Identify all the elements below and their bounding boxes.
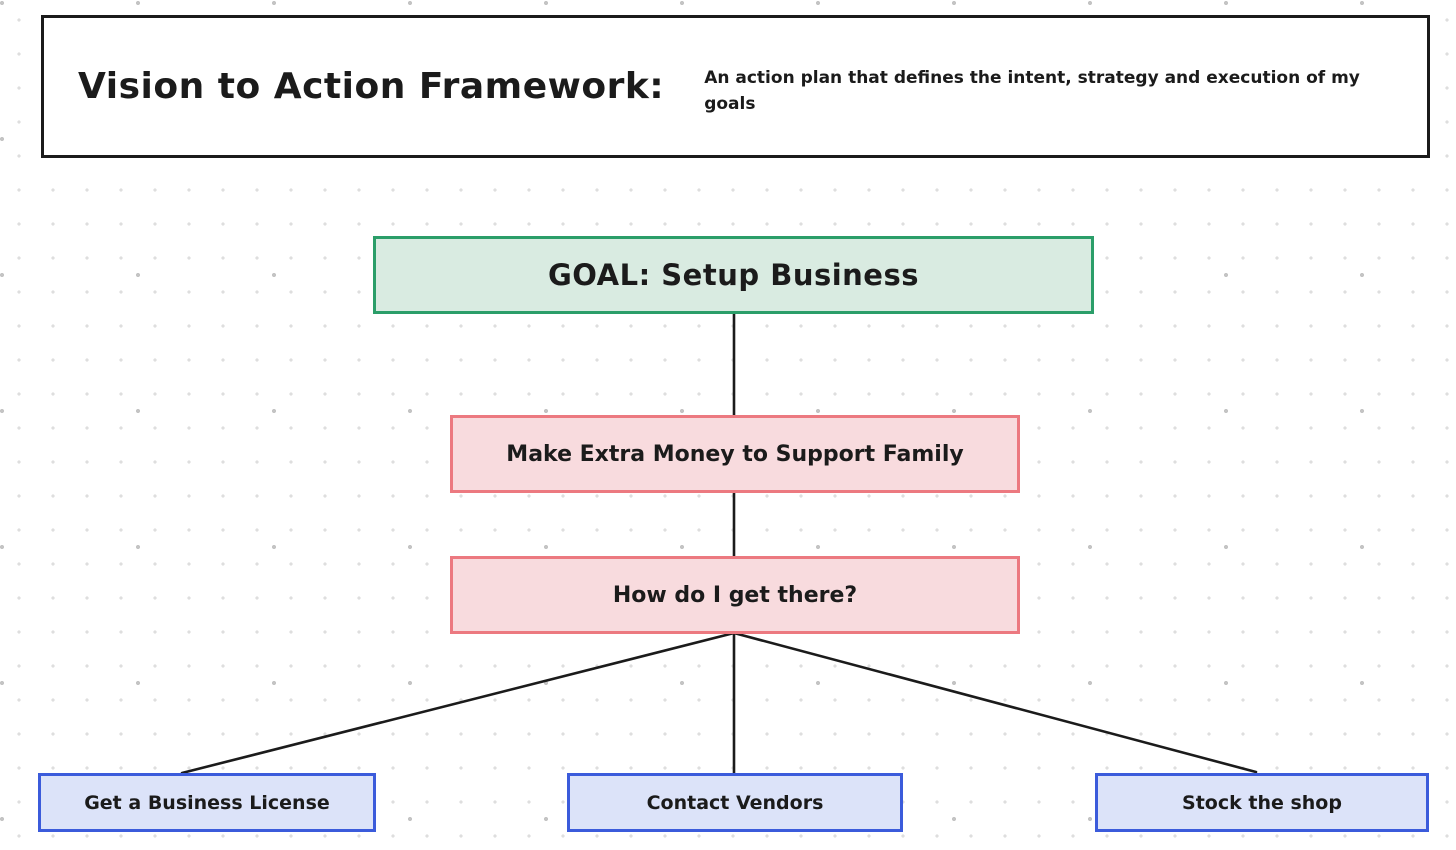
page-title: Vision to Action Framework: bbox=[78, 66, 665, 107]
node-step-license-label: Get a Business License bbox=[84, 791, 330, 814]
connector-how-to-license bbox=[180, 631, 736, 775]
node-goal-label: GOAL: Setup Business bbox=[548, 258, 919, 292]
page-subtitle: An action plan that defines the intent, … bbox=[704, 68, 1360, 115]
node-question: How do I get there? bbox=[450, 556, 1020, 634]
node-step-vendors: Contact Vendors bbox=[567, 773, 903, 832]
title-box: Vision to Action Framework: An action pl… bbox=[41, 15, 1430, 158]
node-step-stock-label: Stock the shop bbox=[1182, 791, 1342, 814]
node-step-license: Get a Business License bbox=[38, 773, 376, 832]
node-step-vendors-label: Contact Vendors bbox=[646, 791, 824, 814]
node-question-label: How do I get there? bbox=[612, 582, 858, 608]
connector-how-to-stock bbox=[732, 631, 1258, 774]
node-reason: Make Extra Money to Support Family bbox=[450, 415, 1020, 493]
node-step-stock: Stock the shop bbox=[1095, 773, 1429, 832]
node-reason-label: Make Extra Money to Support Family bbox=[506, 441, 964, 467]
node-goal: GOAL: Setup Business bbox=[373, 236, 1094, 314]
